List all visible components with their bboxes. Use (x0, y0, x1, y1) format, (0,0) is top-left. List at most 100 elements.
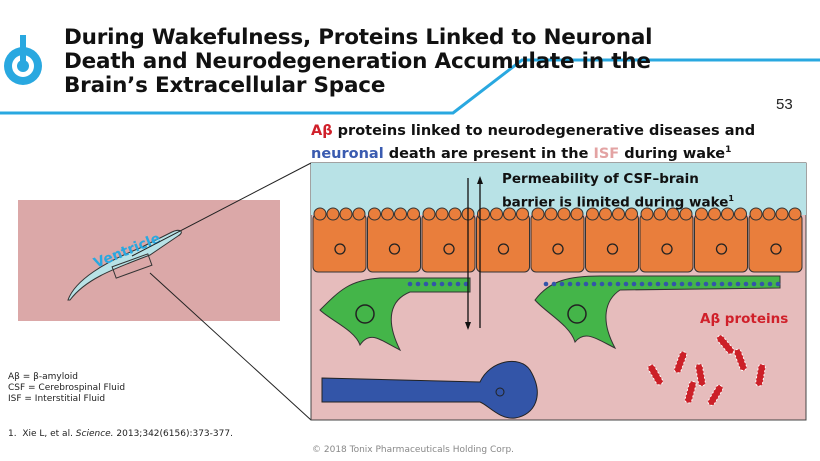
protein-dot (759, 281, 765, 287)
protein-dot (719, 281, 725, 287)
title-line: Death and Neurodegeneration Accumulate i… (64, 49, 651, 74)
protein-dot (671, 281, 677, 287)
cell-nucleus (661, 243, 673, 255)
ab-proteins-label: Aβ proteins (700, 311, 789, 327)
label-line: barrier is limited during wake (502, 194, 729, 211)
ref-authors: Xie L, et al. (22, 429, 76, 439)
protein-dot (615, 281, 621, 287)
protein-dot (559, 281, 565, 287)
amyloid-protein (695, 363, 706, 387)
protein-dot (599, 281, 605, 287)
protein-dot (727, 281, 733, 287)
neuron-nucleus (495, 387, 505, 397)
protein-dot (775, 281, 781, 287)
csf-region (311, 163, 806, 215)
page-title: During Wakefulness, Proteins Linked to N… (64, 25, 653, 98)
protein-dot (439, 281, 445, 287)
microvillus (762, 207, 776, 221)
abbreviations: Aβ = β-amyloid CSF = Cerebrospinal Fluid… (8, 372, 125, 405)
power-logo-icon (4, 35, 42, 85)
epithelial-cell (530, 213, 585, 273)
microvillus (313, 207, 327, 221)
glial-cell (534, 275, 781, 350)
up-arrow-icon (477, 176, 483, 328)
amyloid-protein (707, 384, 724, 406)
microvillus (557, 207, 571, 221)
copyright: © 2018 Tonix Pharmaceuticals Holding Cor… (312, 445, 515, 455)
subtitle: Aβ proteins linked to neurodegenerative … (311, 122, 755, 164)
microvillus (625, 207, 638, 221)
subtitle-text: during wake (619, 145, 726, 162)
protein-dot (655, 281, 661, 287)
amyloid-protein (673, 350, 688, 374)
callout-line (149, 272, 312, 421)
protein-dot (463, 281, 469, 287)
epithelial-cell (639, 213, 694, 273)
epithelial-cell (748, 213, 803, 273)
microvillus (544, 207, 558, 221)
isf-term: ISF (593, 145, 620, 162)
amyloid-protein (647, 364, 664, 386)
protein-dot (751, 281, 757, 287)
epithelial-cell (421, 213, 476, 273)
page-number: 53 (776, 96, 793, 113)
microvillus (531, 207, 545, 221)
epithelial-cell (312, 213, 367, 273)
cell-nucleus (497, 243, 510, 255)
callout-line (131, 162, 312, 257)
ref-num: 1. (8, 429, 17, 439)
ref-details: 2013;342(6156):373-377. (113, 429, 233, 439)
protein-dot (623, 281, 629, 287)
title-line: Brain’s Extracellular Space (64, 73, 386, 98)
cell-nucleus (552, 243, 564, 255)
protein-dot (743, 281, 749, 287)
microvillus (368, 207, 381, 221)
microvillus (734, 207, 747, 221)
protein-dot (695, 281, 701, 287)
microvillus (381, 207, 394, 221)
protein-dot (631, 281, 637, 287)
amyloid-protein (755, 363, 766, 387)
protein-dot (663, 281, 669, 287)
microvillus (788, 207, 802, 221)
ab-term: Aβ (311, 123, 333, 139)
cell-nucleus (770, 243, 782, 255)
protein-dot (647, 281, 653, 287)
protein-dot (711, 281, 717, 287)
amyloid-protein (684, 380, 697, 404)
microvillus (666, 207, 680, 221)
epithelial-cell (694, 213, 748, 273)
protein-dot (447, 281, 453, 287)
definition: Aβ = β-amyloid (8, 372, 78, 382)
reference: 1. Xie L, et al. Science. 2013;342(6156)… (8, 429, 233, 439)
microvillus (653, 207, 667, 221)
microvillus (339, 207, 353, 221)
label-line: Permeability of CSF–brain (502, 171, 699, 187)
microvillus (477, 207, 490, 221)
protein-dot (679, 281, 685, 287)
microvillus (490, 207, 503, 221)
microvillus (599, 207, 612, 221)
microvillus (612, 207, 625, 221)
protein-dot (687, 281, 693, 287)
microvillus (586, 207, 599, 221)
protein-dot (551, 281, 557, 287)
epithelial-cells (312, 207, 803, 273)
microvillus (775, 207, 789, 221)
cell-nucleus (388, 243, 401, 255)
epithelial-cell (367, 213, 421, 273)
microvillus (695, 207, 708, 221)
microvillus (516, 207, 529, 221)
protein-dot (607, 281, 613, 287)
microvillus (394, 207, 407, 221)
neuronal-term: neuronal (311, 145, 384, 162)
microvillus (435, 207, 449, 221)
glial-cell (319, 277, 471, 352)
glial-nucleus (355, 304, 375, 324)
title-line: During Wakefulness, Proteins Linked to N… (64, 25, 653, 50)
protein-dot (455, 281, 461, 287)
microvillus (708, 207, 721, 221)
microvillus (679, 207, 693, 221)
microvillus (503, 207, 516, 221)
